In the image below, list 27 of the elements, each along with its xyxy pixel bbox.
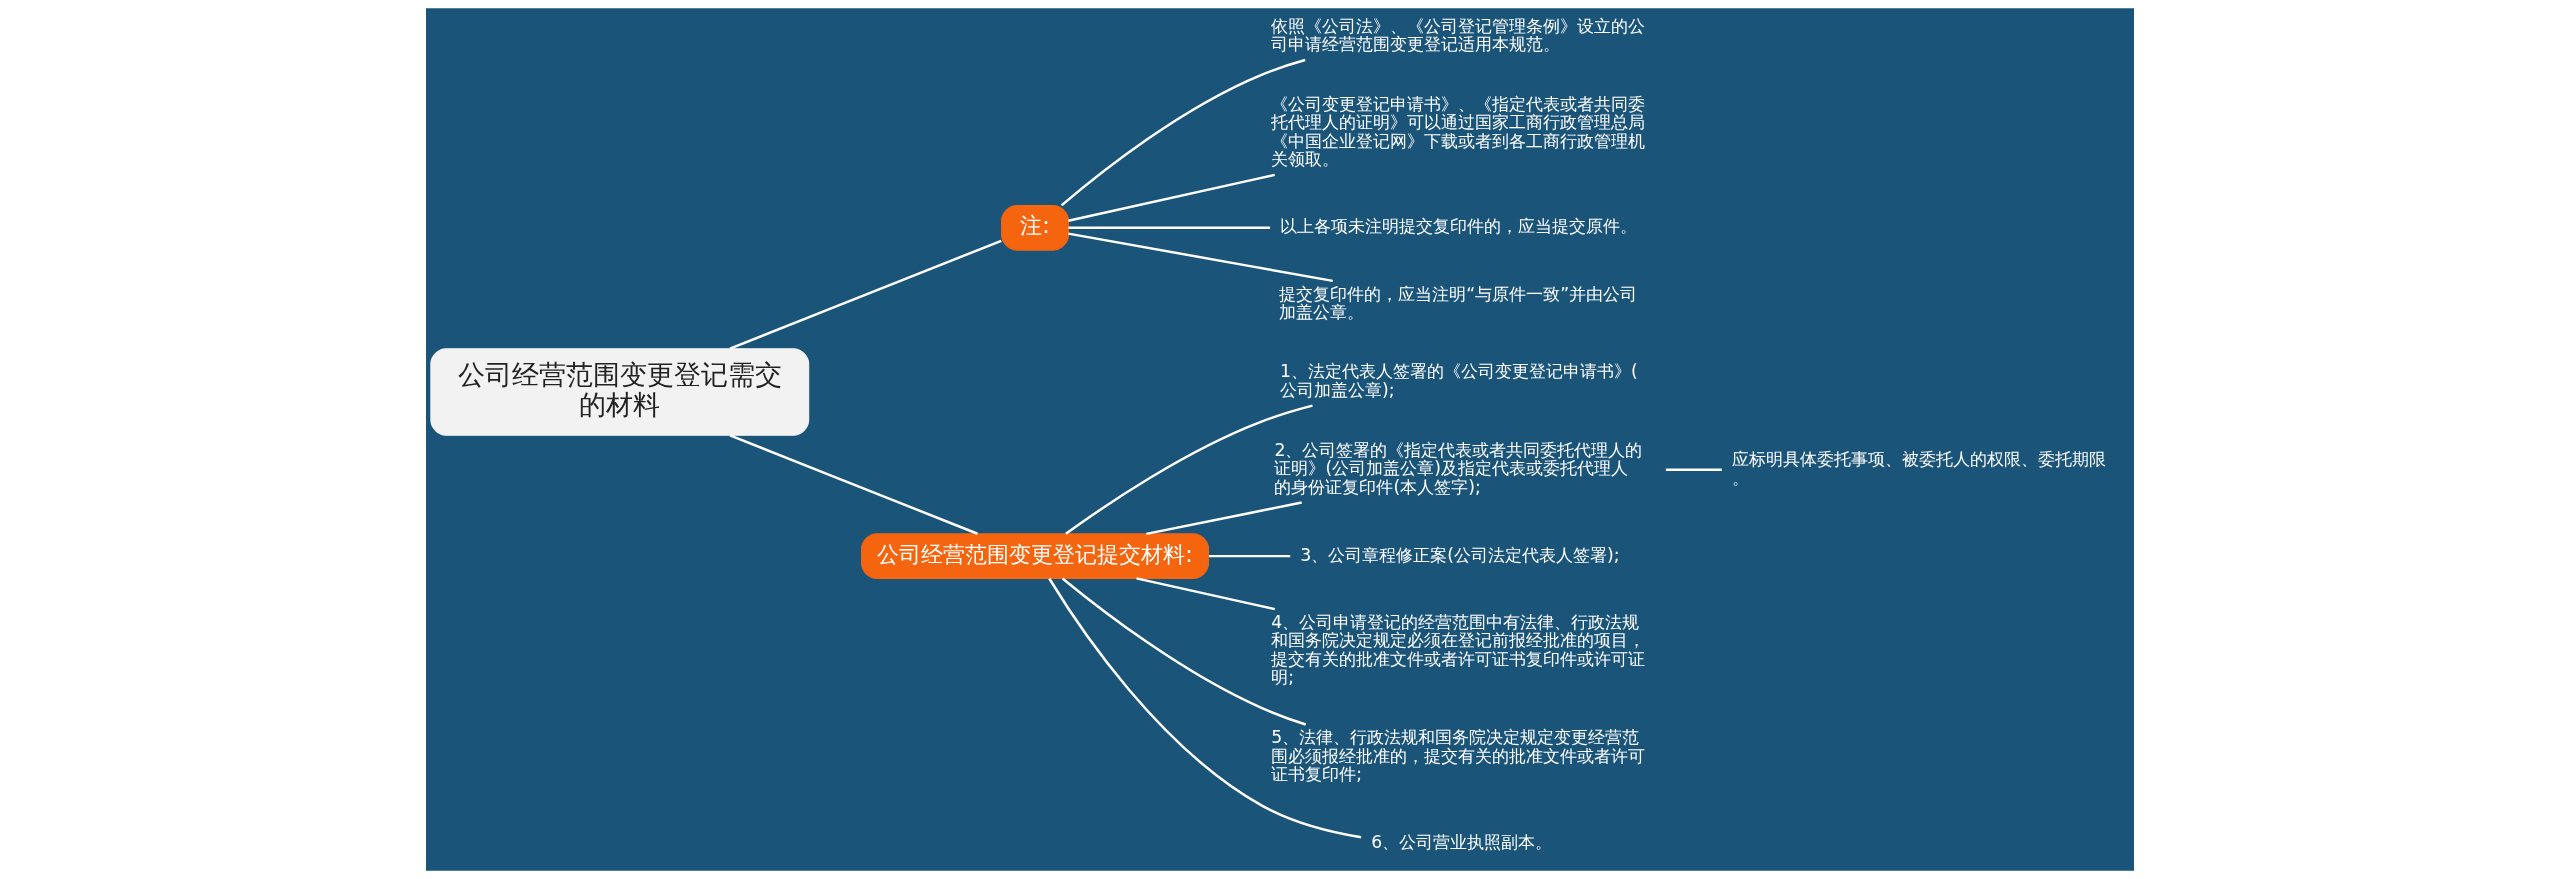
connector [1065, 404, 1313, 535]
node-text: 《公司变更登记申请书》、《指定代表或者共同委托代理人的证明》可以通过国家工商行政管理总局《中国企业登记网》下载或者到各工商行政管理机关领取。 [1271, 93, 1646, 170]
connector [1048, 577, 1362, 839]
connector [1068, 173, 1275, 222]
connector [1068, 232, 1333, 283]
connector [729, 434, 978, 535]
node-text: 应标明具体委托事项、被委托人的权限、委托期限。 [1731, 449, 2106, 488]
node-text: 5、法律、行政法规和国务院决定规定变更经营范围必须报经批准的，提交有关的批准文件或者许可证书复印件; [1271, 727, 1646, 785]
node-text: 3、公司章程修正案(公司法定代表人签署); [1300, 544, 1620, 565]
connector [1060, 58, 1306, 207]
connector [729, 239, 1002, 350]
node-text: 以上各项未注明提交复印件的，应当提交原件。 [1280, 216, 1637, 237]
connector [1208, 554, 1291, 558]
node-text: 6、公司营业执照副本。 [1371, 832, 1553, 853]
node-box: 公司经营范围变更登记需交的材料 [430, 348, 810, 436]
connector [1061, 577, 1307, 726]
node-text: 4、公司申请登记的经营范围中有法律、行政法规和国务院决定规定必须在登记前报经批准的项目，提交有关的批准文件或者许可证书复印件或许可证明; [1271, 611, 1646, 688]
connector [1146, 501, 1302, 536]
node-box: 公司经营范围变更登记提交材料: [861, 533, 1210, 579]
node-text: 1、法定代表人签署的《公司变更登记申请书》(公司加盖公章); [1280, 361, 1638, 400]
node-text: 提交复印件的，应当注明“与原件一致”并由公司加盖公章。 [1279, 283, 1638, 323]
connector [1068, 226, 1271, 230]
connector [1136, 577, 1276, 611]
connector [1665, 468, 1722, 471]
node-text: 2、公司签署的《指定代表或者共同委托代理人的证明》(公司加盖公章)及指定代表或委托代理人的身份证复印件(本人签字); [1274, 439, 1643, 497]
node-text: 依照《公司法》、《公司登记管理条例》设立的公司申请经营范围变更登记适用本规范。 [1271, 15, 1646, 55]
node-box: 注: [1001, 205, 1069, 251]
